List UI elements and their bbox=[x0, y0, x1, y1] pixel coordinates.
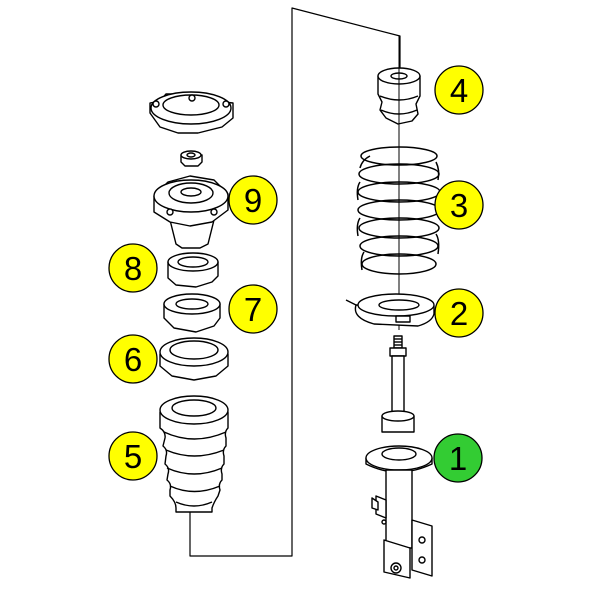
upper-bearing bbox=[167, 252, 219, 288]
callout-circle bbox=[108, 431, 158, 481]
callout-circle bbox=[108, 243, 158, 293]
callout-label: 3 bbox=[450, 187, 468, 224]
callout-circle bbox=[434, 288, 484, 338]
callout-label: 7 bbox=[244, 291, 262, 328]
callout-label: 5 bbox=[124, 438, 142, 475]
dust-boot bbox=[159, 395, 229, 513]
part-callouts: 1 2 3 4 5 6 7 8 bbox=[108, 65, 484, 483]
callout-circle bbox=[108, 334, 158, 384]
callout-part-4: 4 bbox=[434, 65, 484, 115]
top-mount-plate bbox=[149, 91, 234, 134]
shock-absorber bbox=[365, 335, 433, 579]
callout-circle bbox=[433, 433, 483, 483]
nut bbox=[180, 150, 203, 167]
strut-mount bbox=[153, 175, 229, 249]
assembly-connector-line bbox=[189, 7, 401, 557]
bearing-ring bbox=[163, 293, 221, 333]
callout-label: 1 bbox=[449, 440, 467, 477]
callout-part-3: 3 bbox=[434, 180, 484, 230]
callout-label: 4 bbox=[450, 72, 468, 109]
upper-spring-seat bbox=[159, 337, 229, 381]
callout-part-1: 1 bbox=[433, 433, 483, 483]
callout-circle bbox=[228, 284, 278, 334]
callout-label: 8 bbox=[124, 250, 142, 287]
callout-circle bbox=[434, 180, 484, 230]
lower-spring-pad bbox=[345, 293, 435, 327]
callout-circle bbox=[228, 175, 278, 225]
callout-label: 6 bbox=[124, 341, 142, 378]
callout-label: 9 bbox=[244, 182, 262, 219]
callout-label: 2 bbox=[450, 295, 468, 332]
callout-part-9: 9 bbox=[228, 175, 278, 225]
coil-spring bbox=[356, 36, 442, 330]
callout-part-5: 5 bbox=[108, 431, 158, 481]
callout-part-8: 8 bbox=[108, 243, 158, 293]
callout-part-7: 7 bbox=[228, 284, 278, 334]
callout-part-6: 6 bbox=[108, 334, 158, 384]
callout-part-2: 2 bbox=[434, 288, 484, 338]
callout-circle bbox=[434, 65, 484, 115]
